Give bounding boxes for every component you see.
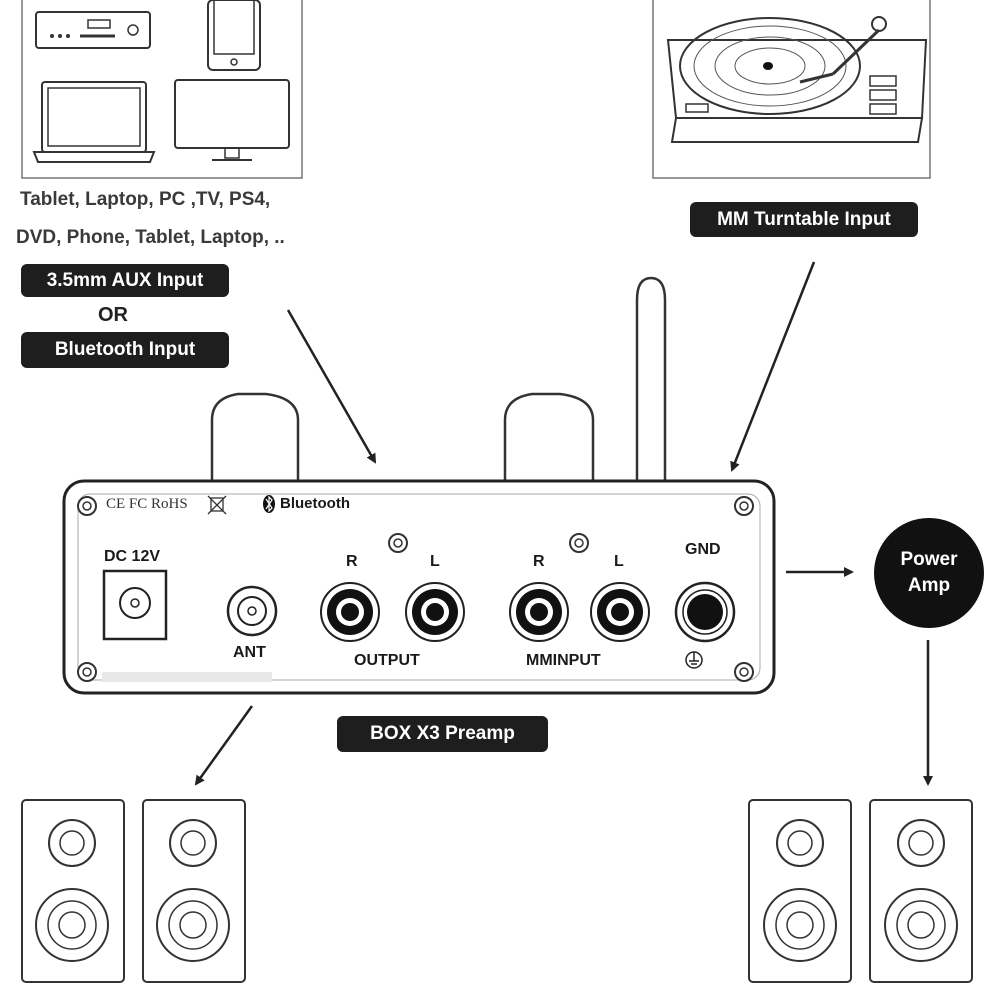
ant-label: ANT xyxy=(233,644,266,661)
power-amp-node: Power Amp xyxy=(874,518,984,628)
bluetooth-logo-text: Bluetooth xyxy=(280,495,350,512)
laptop-icon xyxy=(32,81,156,163)
output-r-label: R xyxy=(346,553,358,570)
or-label: OR xyxy=(98,304,128,326)
speaker-right-2 xyxy=(869,799,973,983)
power-amp-line-1: Power xyxy=(900,549,958,571)
mminput-r-label: R xyxy=(533,553,545,570)
phone-icon xyxy=(207,0,261,71)
mminput-l-jack xyxy=(590,582,650,642)
dc-12v-label: DC 12V xyxy=(104,548,161,565)
speaker-left-2 xyxy=(142,799,246,983)
sources-line-1: Tablet, Laptop, PC ,TV, PS4, xyxy=(20,189,271,210)
turntable-input-badge: MM Turntable Input xyxy=(690,202,918,237)
output-label: OUTPUT xyxy=(354,652,420,669)
screw-top-right xyxy=(734,496,754,516)
gnd-label: GND xyxy=(685,541,721,558)
mminput-r-jack xyxy=(509,582,569,642)
bluetooth-input-badge: Bluetooth Input xyxy=(21,332,229,368)
source-devices-box xyxy=(21,0,303,179)
speaker-right-1 xyxy=(748,799,852,983)
vacuum-tube-left xyxy=(210,392,300,480)
mminput-l-label: L xyxy=(614,553,624,570)
power-amp-line-2: Amp xyxy=(907,575,951,596)
output-r-jack xyxy=(320,582,380,642)
mminput-label: MMINPUT xyxy=(526,652,601,669)
screw-output xyxy=(388,533,408,553)
arrow-preamp-to-speakers xyxy=(194,705,254,786)
aux-input-badge: 3.5mm AUX Input xyxy=(21,264,229,297)
turntable-box xyxy=(652,0,931,179)
tv-icon xyxy=(174,79,290,161)
certification-marks: CE FC RoHS xyxy=(106,496,188,512)
screw-bottom-left xyxy=(77,662,97,682)
arrow-turntable-to-preamp xyxy=(730,261,816,472)
output-l-jack xyxy=(405,582,465,642)
bluetooth-icon xyxy=(263,495,275,513)
preamp-name-badge: BOX X3 Preamp xyxy=(337,716,548,752)
antenna xyxy=(635,276,667,482)
dvd-player-icon xyxy=(35,11,151,49)
screw-mminput xyxy=(569,533,589,553)
ground-symbol-icon xyxy=(685,651,703,669)
label-strip xyxy=(102,672,272,682)
speaker-left-1 xyxy=(21,799,125,983)
screw-bottom-right xyxy=(734,662,754,682)
arrow-aux-to-preamp xyxy=(286,309,377,464)
weee-icon xyxy=(207,495,227,515)
gnd-terminal xyxy=(674,581,736,643)
preamp-panel xyxy=(62,479,776,695)
vacuum-tube-right xyxy=(503,392,595,480)
antenna-connector xyxy=(226,585,278,637)
sources-line-2: DVD, Phone, Tablet, Laptop, .. xyxy=(16,227,285,248)
dc-12v-jack xyxy=(102,569,168,641)
output-l-label: L xyxy=(430,553,440,570)
screw-top-left xyxy=(77,496,97,516)
turntable-icon xyxy=(666,16,928,143)
